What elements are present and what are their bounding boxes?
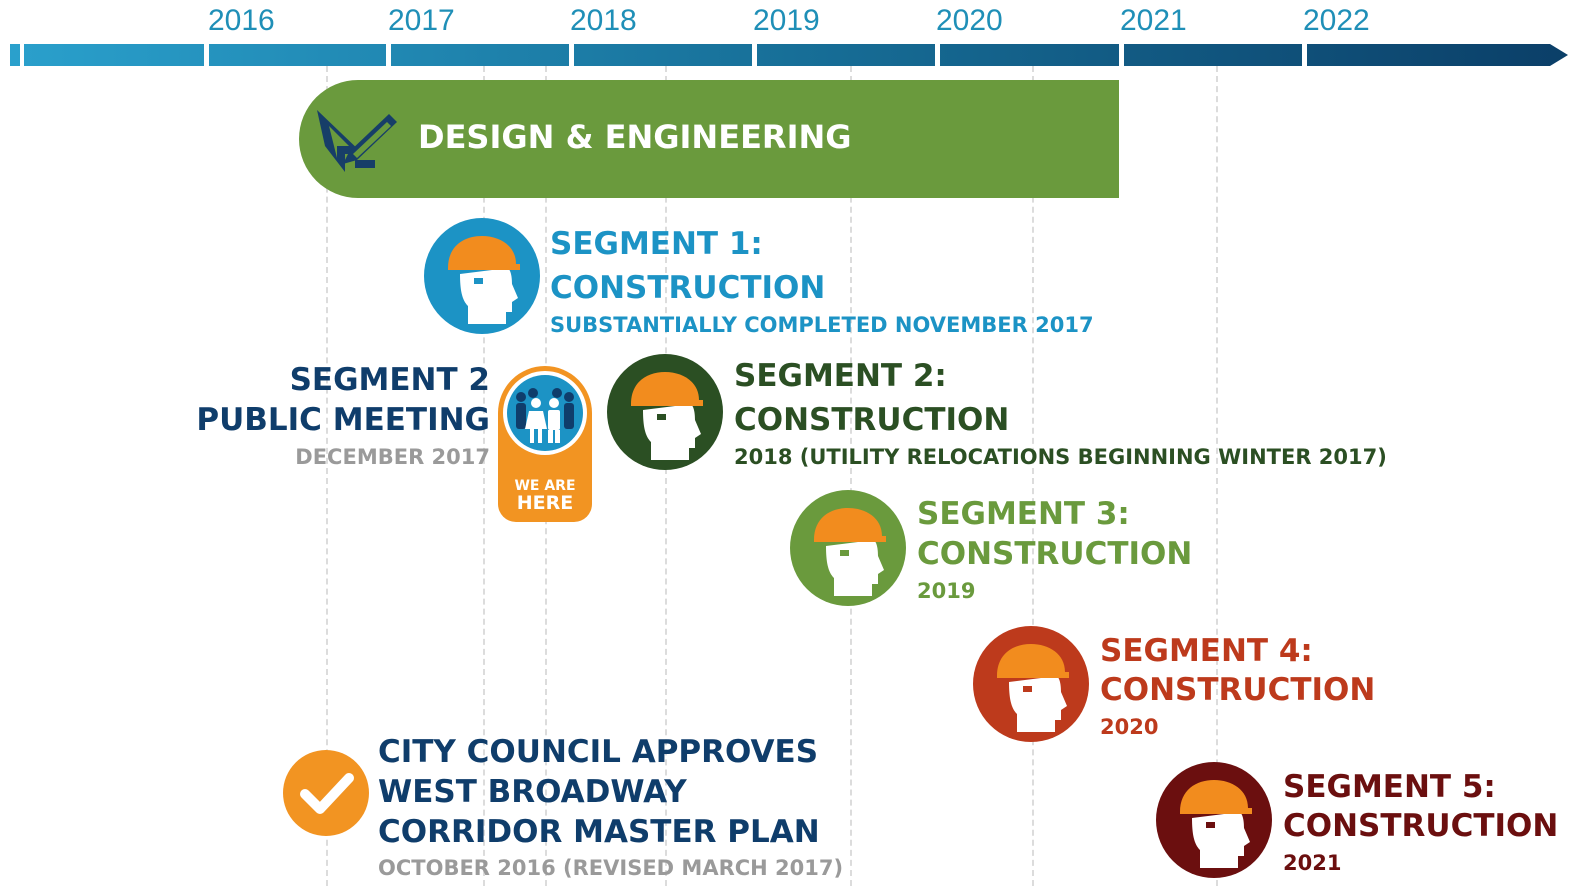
segment3-title-line2: CONSTRUCTION — [917, 536, 1193, 572]
segment5-icon-circle — [1156, 762, 1272, 878]
drafting-tools-icon — [317, 110, 397, 172]
council-check-circle — [283, 750, 369, 836]
we-are-here-badge: WE ARE HERE — [498, 366, 592, 522]
guide-line — [326, 66, 328, 886]
hard-hat-worker-icon — [1180, 780, 1252, 868]
segment3-subtitle: 2019 — [917, 579, 976, 603]
design-engineering-label: DESIGN & ENGINEERING — [418, 118, 852, 156]
segment3-icon-circle — [790, 490, 906, 606]
hard-hat-worker-icon — [814, 508, 886, 596]
hard-hat-worker-icon — [448, 236, 520, 324]
year-2017: 2017 — [388, 4, 455, 37]
checkmark-icon — [300, 773, 354, 814]
we-are-here-line2: HERE — [516, 492, 574, 514]
people-circle — [503, 371, 587, 455]
segment5-title-line1: SEGMENT 5: — [1283, 769, 1496, 805]
hard-hat-worker-icon — [997, 644, 1069, 732]
year-2018: 2018 — [570, 4, 637, 37]
council-title-line1: CITY COUNCIL APPROVES — [378, 734, 819, 770]
council-title-line2: WEST BROADWAY — [378, 774, 687, 810]
segment1-icon-circle — [424, 218, 540, 334]
year-2016: 2016 — [208, 4, 275, 37]
year-2020: 2020 — [936, 4, 1003, 37]
segment4-icon-circle — [973, 626, 1089, 742]
segment1-subtitle: SUBSTANTIALLY COMPLETED NOVEMBER 2017 — [550, 313, 1094, 337]
segment5-subtitle: 2021 — [1283, 851, 1342, 875]
public-meeting-title-line2: PUBLIC MEETING — [196, 402, 490, 438]
segment4-subtitle: 2020 — [1100, 715, 1159, 739]
guide-line — [665, 66, 667, 886]
segment2-subtitle: 2018 (UTILITY RELOCATIONS BEGINNING WINT… — [734, 445, 1387, 469]
segment2-title-line2: CONSTRUCTION — [734, 402, 1010, 438]
segment4-title-line2: CONSTRUCTION — [1100, 672, 1376, 708]
people-group-icon — [516, 388, 574, 443]
segment4-title-line1: SEGMENT 4: — [1100, 633, 1313, 669]
council-title-line3: CORRIDOR MASTER PLAN — [378, 814, 820, 850]
guide-line — [1032, 66, 1034, 886]
segment2-icon-circle — [607, 354, 723, 470]
segment5-title-line2: CONSTRUCTION — [1283, 808, 1559, 844]
design-engineering-bar: DESIGN & ENGINEERING — [299, 80, 1119, 198]
segment1-title-line2: CONSTRUCTION — [550, 270, 826, 306]
year-2019: 2019 — [753, 4, 820, 37]
public-meeting-title-line1: SEGMENT 2 — [289, 362, 490, 398]
segment3-title-line1: SEGMENT 3: — [917, 496, 1130, 532]
year-2021: 2021 — [1120, 4, 1187, 37]
year-2022: 2022 — [1303, 4, 1370, 37]
we-are-here-line1: WE ARE — [514, 478, 576, 494]
timeline-bar — [10, 42, 1568, 68]
public-meeting-date: DECEMBER 2017 — [295, 445, 490, 469]
guide-line — [1216, 66, 1218, 886]
hard-hat-worker-icon — [631, 372, 703, 460]
segment1-title-line1: SEGMENT 1: — [550, 226, 763, 262]
guide-line — [483, 66, 485, 886]
guide-line — [850, 66, 852, 886]
council-subtitle: OCTOBER 2016 (REVISED MARCH 2017) — [378, 856, 844, 880]
segment2-title-line1: SEGMENT 2: — [734, 358, 947, 394]
